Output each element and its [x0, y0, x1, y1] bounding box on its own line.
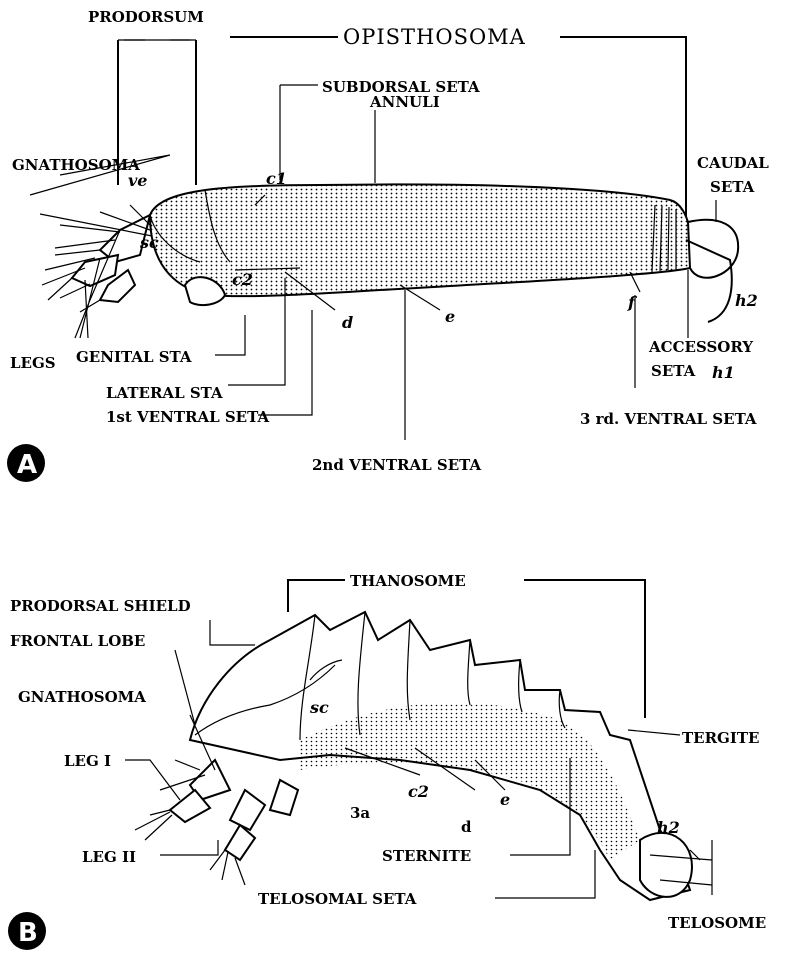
- panel-a: PRODORSUM OPISTHOSOMA SUBDORSAL SETA ANN…: [7, 8, 769, 482]
- label-legs: LEGS: [10, 354, 56, 372]
- label-c1: c1: [266, 169, 287, 188]
- label-d-a: d: [342, 313, 353, 332]
- label-accessory-seta-2: SETA: [651, 362, 696, 380]
- label-caudal-seta-1: CAUDAL: [697, 154, 769, 172]
- label-ve: ve: [128, 171, 147, 190]
- label-c2-a: c2: [232, 270, 253, 289]
- label-first-ventral-seta: 1st VENTRAL SETA: [106, 408, 269, 426]
- label-prodorsal-shield: PRODORSAL SHIELD: [10, 597, 191, 615]
- label-e-a: e: [445, 307, 455, 326]
- label-thanosome: THANOSOME: [350, 572, 466, 590]
- label-caudal-seta-2: SETA: [710, 178, 755, 196]
- label-sternite: STERNITE: [382, 847, 471, 865]
- label-second-ventral-seta: 2nd VENTRAL SETA: [312, 456, 481, 474]
- panel-b-letter: B: [18, 918, 38, 948]
- label-h2-b: h2: [657, 818, 680, 837]
- mite-a-legs: [40, 205, 152, 312]
- panel-a-marker: A: [7, 444, 45, 482]
- label-3a: 3a: [350, 804, 370, 822]
- label-gnathosoma-a: GNATHOSOMA: [12, 156, 140, 174]
- label-h2-a: h2: [735, 291, 758, 310]
- label-sc-a: sc: [139, 233, 159, 252]
- label-opisthosoma: OPISTHOSOMA: [343, 25, 526, 49]
- label-h1: h1: [712, 363, 735, 382]
- label-leg-ii: LEG II: [82, 848, 136, 866]
- mite-b-legs: [135, 760, 298, 885]
- label-annuli: ANNULI: [369, 93, 440, 111]
- label-e-b: e: [500, 790, 510, 809]
- panel-b-marker: B: [8, 912, 46, 950]
- label-d-b: d: [461, 818, 472, 836]
- label-genital-sta: GENITAL STA: [76, 348, 192, 366]
- label-tergite: TERGITE: [682, 729, 759, 747]
- label-third-ventral-seta: 3 rd. VENTRAL SETA: [580, 410, 757, 428]
- label-telosomal-seta: TELOSOMAL SETA: [258, 890, 417, 908]
- label-accessory-seta-1: ACCESSORY: [648, 338, 753, 356]
- label-frontal-lobe: FRONTAL LOBE: [10, 632, 145, 650]
- label-prodorsum: PRODORSUM: [88, 8, 204, 26]
- label-lateral-sta: LATERAL STA: [106, 384, 223, 402]
- label-f: f: [627, 293, 638, 312]
- label-c2-b: c2: [408, 782, 429, 801]
- label-sc-b: sc: [309, 698, 329, 717]
- panel-a-letter: A: [17, 450, 37, 480]
- label-gnathosoma-b: GNATHOSOMA: [18, 688, 146, 706]
- label-telosome: TELOSOME: [668, 914, 766, 932]
- label-leg-i: LEG I: [64, 752, 111, 770]
- panel-b: THANOSOME PRODORSAL SHIELD FRONTAL LOBE …: [8, 572, 766, 950]
